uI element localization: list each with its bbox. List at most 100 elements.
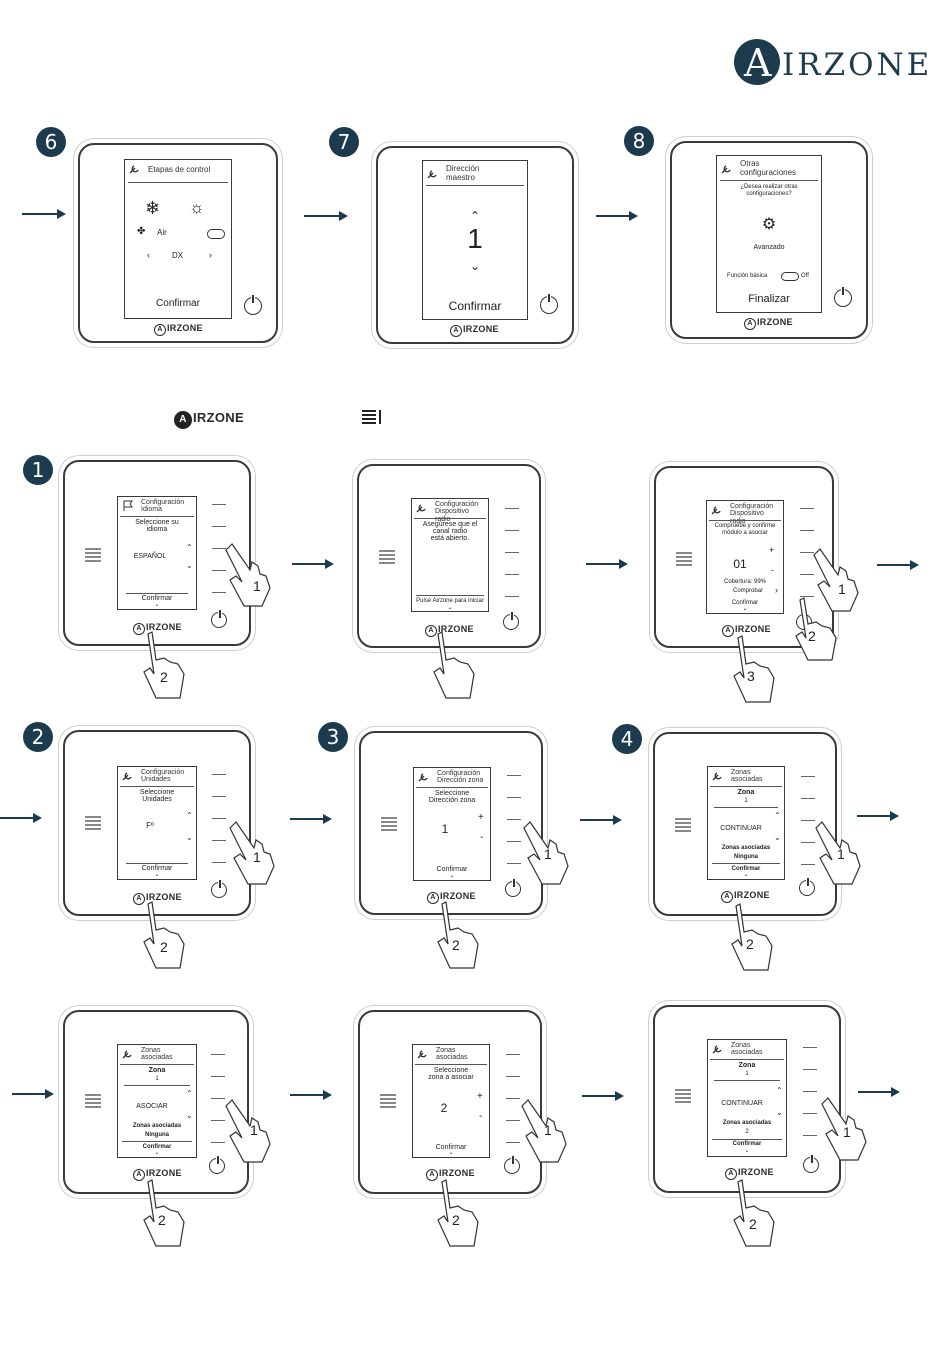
check-label[interactable]: Comprobar [733, 588, 764, 594]
snowflake-icon: ❄ [145, 198, 161, 218]
start-instruction[interactable]: Pulse Airzone para iniciar [416, 598, 484, 604]
up-chevron[interactable]: ⌃ [186, 811, 193, 820]
confirm-chevron: ⌄ [154, 602, 160, 608]
confirm-label[interactable]: Confirmar [435, 1144, 467, 1151]
down-chevron[interactable]: ⌄ [186, 833, 193, 842]
confirm-label[interactable]: Confirmar [436, 866, 468, 873]
plus-sign[interactable]: + [769, 545, 775, 555]
flow-arrow [586, 559, 628, 569]
title-l1: Configuración [730, 503, 774, 510]
sun-icon: ☼ [189, 198, 205, 217]
step-badge-6: 6 [36, 127, 66, 157]
down-chevron[interactable]: ⌄ [186, 561, 193, 570]
pointing-hand-icon [143, 901, 185, 969]
power-icon[interactable] [503, 612, 519, 630]
power-icon[interactable] [211, 880, 227, 898]
power-icon[interactable] [803, 1155, 819, 1173]
screen-title-line2: maestro [446, 173, 475, 182]
associated-label: Zonas asociadas [721, 845, 771, 851]
confirm-label[interactable]: Confirmar [141, 595, 173, 602]
airzone-logo: A IRZONE [734, 38, 929, 88]
pointing-hand-icon [225, 1099, 271, 1163]
minus-sign[interactable]: - [479, 1111, 483, 1122]
title-l2: asociadas [436, 1054, 468, 1061]
down-chevron[interactable]: ⌄ [774, 833, 781, 842]
side-buttons[interactable] [212, 504, 226, 614]
continue-action[interactable]: CONTINUAR [720, 825, 762, 832]
wrench-icon [712, 1045, 722, 1054]
side-buttons[interactable] [803, 1047, 817, 1157]
decrease-chevron[interactable]: ⌄ [469, 259, 481, 273]
step-badge-2: 2 [23, 722, 53, 752]
side-buttons[interactable] [211, 1054, 225, 1164]
power-icon[interactable] [244, 295, 262, 315]
power-icon[interactable] [211, 610, 227, 628]
title-l1: Configuración [437, 770, 481, 777]
prompt-l3: está abierto. [430, 535, 470, 542]
menu-button-icon[interactable] [379, 550, 395, 566]
side-buttons[interactable] [505, 508, 519, 618]
power-icon[interactable] [799, 878, 815, 896]
side-buttons[interactable] [800, 508, 814, 618]
hand-step-label: 1 [250, 1122, 258, 1138]
continue-action[interactable]: CONTINUAR [721, 1100, 763, 1107]
screen-master-address: Dirección maestro ⌃ 1 ⌄ Confirmar [422, 160, 528, 320]
side-buttons[interactable] [507, 775, 521, 885]
up-chevron[interactable]: ⌃ [186, 543, 193, 552]
prev-option[interactable]: ‹ [147, 250, 150, 260]
wrench-icon [721, 165, 731, 174]
screen-select-zone: Zonas asociadas Seleccione zona a asocia… [412, 1044, 490, 1158]
down-chevron[interactable]: ⌄ [186, 1111, 193, 1120]
associate-action[interactable]: ASOCIAR [136, 1103, 168, 1110]
wrench-icon [711, 506, 721, 515]
confirm-label[interactable]: Confirmar [448, 299, 502, 313]
menu-button-icon[interactable] [675, 818, 691, 834]
plus-sign[interactable]: + [477, 1091, 483, 1102]
confirm-label[interactable]: Confirmar [142, 1144, 172, 1150]
flow-arrow [290, 1090, 332, 1100]
power-icon[interactable] [505, 879, 521, 897]
thermostat-zones-continue: Zonas asociadas Zona 1 ⌃ CONTINUAR ⌄ Zon… [653, 1005, 841, 1193]
power-icon[interactable] [209, 1156, 225, 1174]
next-option[interactable]: › [209, 250, 212, 260]
increase-chevron[interactable]: ⌃ [469, 209, 481, 223]
menu-button-icon[interactable] [85, 548, 101, 564]
up-chevron[interactable]: ⌃ [186, 1089, 193, 1098]
minus-sign[interactable]: - [771, 565, 774, 575]
side-buttons[interactable] [212, 774, 226, 884]
screen-associated-zones: Zonas asociadas Zona 1 ⌃ CONTINUAR ⌄ Zon… [707, 766, 785, 880]
menu-button-icon[interactable] [676, 552, 692, 568]
confirm-label[interactable]: Confirmar [156, 298, 200, 309]
thermostat-associate: Zonas asociadas Zona 1 ⌃ ASOCIAR ⌄ Zonas… [63, 1010, 249, 1194]
menu-button-icon[interactable] [380, 1094, 396, 1110]
menu-button-icon[interactable] [675, 1089, 691, 1105]
minus-sign[interactable]: - [480, 832, 484, 843]
side-buttons[interactable] [506, 1054, 520, 1164]
thermostat-units: Configuración Unidades Seleccione Unidad… [63, 730, 251, 916]
confirm-label[interactable]: Confirmar [732, 1141, 762, 1147]
up-chevron[interactable]: ⌃ [774, 811, 781, 820]
confirm-label[interactable]: Confirmar [731, 600, 759, 606]
menu-button-icon[interactable] [85, 816, 101, 832]
basic-function-toggle[interactable] [781, 272, 799, 281]
finish-label[interactable]: Finalizar [748, 293, 790, 305]
up-chevron[interactable]: ⌃ [776, 1086, 783, 1095]
check-chevron: › [775, 585, 778, 595]
advanced-gear-icon[interactable]: ⚙ [761, 216, 777, 233]
confirm-label[interactable]: Confirmar [731, 866, 761, 872]
zone-address-value: 1 [441, 822, 449, 836]
flow-arrow [857, 811, 899, 821]
side-buttons[interactable] [801, 776, 815, 886]
hand-step-label: 1 [843, 1124, 851, 1140]
hand-step-label: 2 [452, 1212, 460, 1228]
menu-button-icon[interactable] [381, 817, 397, 833]
power-icon[interactable] [504, 1156, 520, 1174]
power-icon[interactable] [540, 294, 558, 314]
plus-sign[interactable]: + [478, 812, 484, 823]
pointing-hand-icon [143, 631, 185, 699]
confirm-label[interactable]: Confirmar [141, 865, 173, 872]
down-chevron[interactable]: ⌄ [776, 1108, 783, 1117]
menu-button-icon[interactable] [85, 1094, 101, 1110]
power-icon[interactable] [834, 287, 852, 307]
flow-arrow [304, 211, 348, 221]
